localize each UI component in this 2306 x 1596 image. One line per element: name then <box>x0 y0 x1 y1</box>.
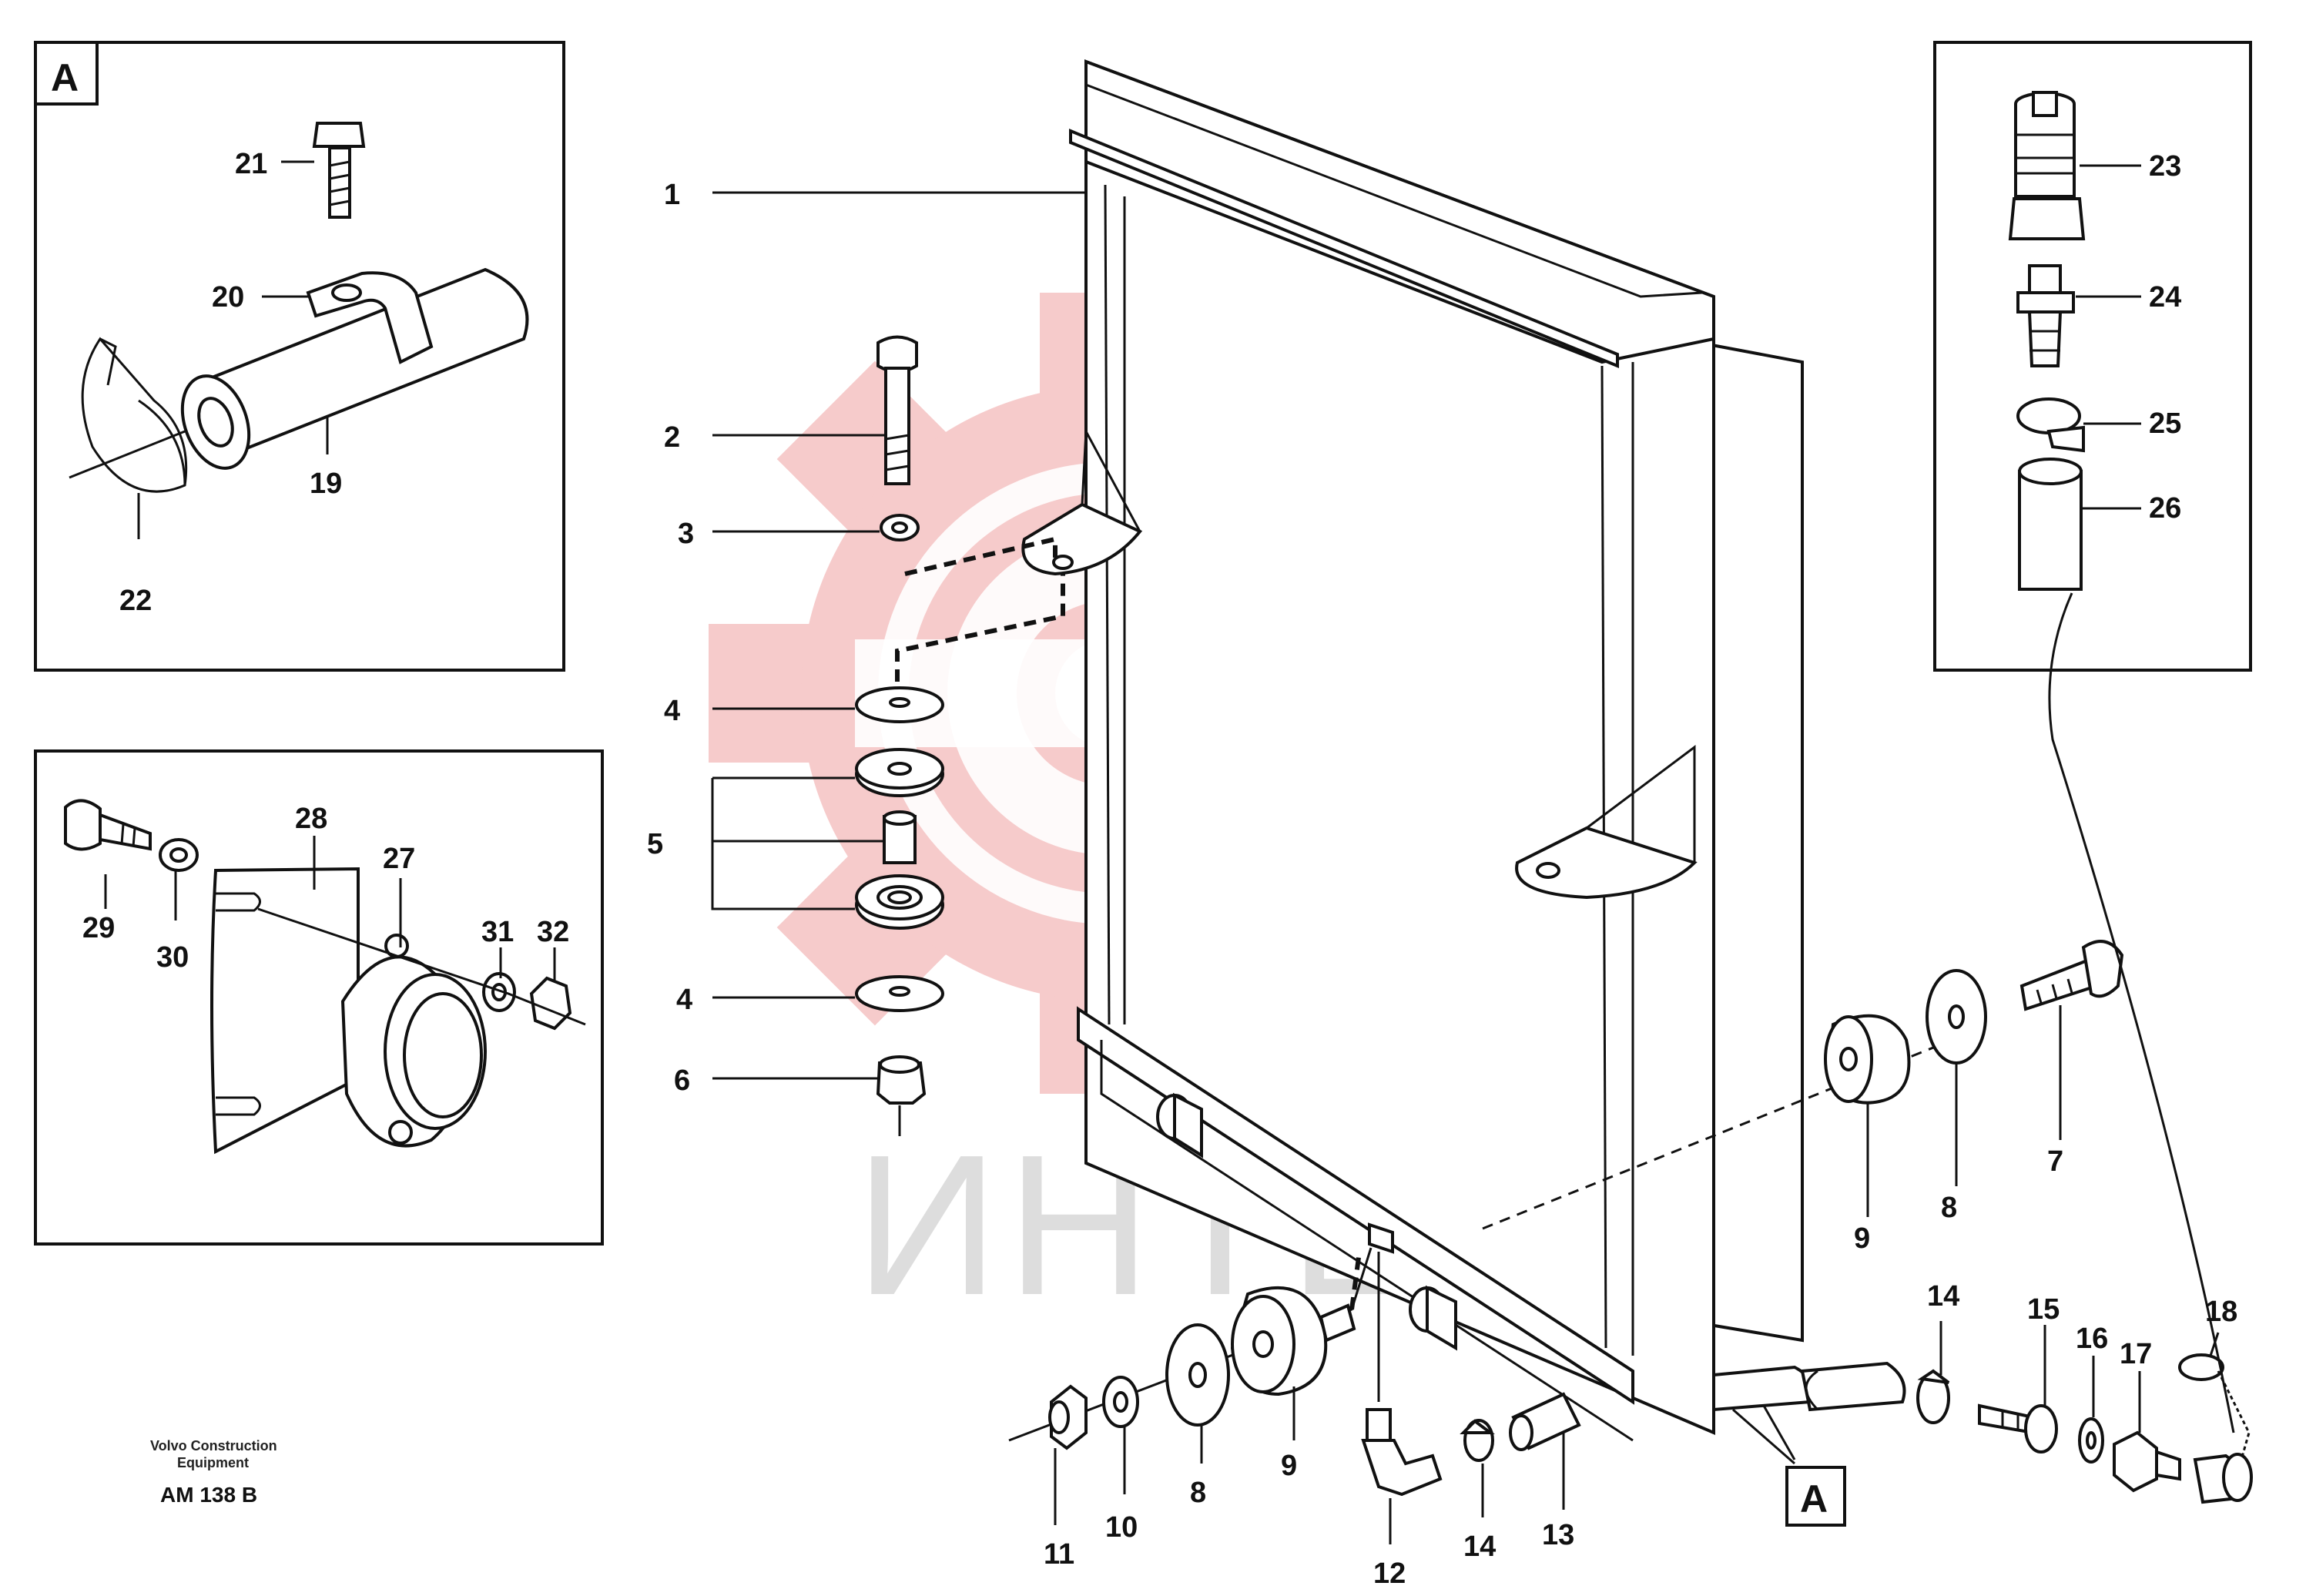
callout-17: 17 <box>2120 1338 2152 1370</box>
outlet-detail-tag: A <box>1800 1477 1828 1521</box>
drain-fittings: 12 14 13 <box>1361 1252 1581 1590</box>
nut-32 <box>529 976 572 1031</box>
callout-28: 28 <box>295 803 327 835</box>
callout-23: 23 <box>2149 150 2181 183</box>
valve-17 <box>2113 1430 2181 1493</box>
callout-32: 32 <box>537 916 569 948</box>
footer: Volvo Construction Equipment AM 138 B <box>150 1438 277 1507</box>
callout-31: 31 <box>481 916 514 948</box>
hose-19-assembly <box>180 267 529 470</box>
connector-23 <box>2008 91 2086 240</box>
detail-a-panel: A 21 20 19 22 <box>34 41 565 672</box>
flange-27 <box>340 934 487 1148</box>
flange-panel: 28 27 29 30 31 32 <box>34 749 604 1246</box>
callout-14-left: 14 <box>1463 1531 1496 1563</box>
callout-13: 13 <box>1542 1519 1574 1551</box>
bolt-2 <box>876 335 918 374</box>
detail-a-tag: A <box>51 56 79 99</box>
callout-19: 19 <box>310 468 342 500</box>
footer-code: AM 138 B <box>160 1483 257 1507</box>
callout-6: 6 <box>674 1065 690 1097</box>
nut-6 <box>876 1061 927 1105</box>
drain-valve-assembly: 14 15 16 17 18 <box>1916 1280 2253 1504</box>
outlet-hose: A <box>1712 1361 1906 1527</box>
callout-8-left: 8 <box>1190 1477 1206 1509</box>
callout-26: 26 <box>2149 492 2181 525</box>
callout-9-left: 9 <box>1281 1450 1297 1482</box>
radiator-1 <box>1021 59 1804 1442</box>
callout-25: 25 <box>2149 407 2181 440</box>
callout-24: 24 <box>2149 281 2181 314</box>
callout-14-right: 14 <box>1927 1280 1959 1313</box>
right-mount: 9 8 7 <box>1482 940 2124 1255</box>
callout-16: 16 <box>2076 1323 2108 1355</box>
bolt-21 <box>312 122 366 219</box>
footer-maker-line2: Equipment <box>177 1455 249 1470</box>
callout-3: 3 <box>678 518 694 550</box>
callout-15: 15 <box>2027 1293 2060 1326</box>
callout-12: 12 <box>1373 1557 1406 1590</box>
callout-4-top: 4 <box>664 695 680 727</box>
cap-18 <box>2178 1353 2253 1504</box>
elbow-12 <box>1361 1408 1443 1497</box>
callout-9-right: 9 <box>1854 1222 1870 1255</box>
clamp-25 <box>2016 397 2085 453</box>
callout-4-bottom: 4 <box>676 984 692 1016</box>
callout-21: 21 <box>235 148 267 180</box>
fitting-15 <box>1978 1403 2058 1454</box>
hose-26 <box>2018 458 2235 1433</box>
rubber-9-left <box>1230 1286 1356 1396</box>
nipple-24 <box>2016 264 2075 367</box>
callout-29: 29 <box>82 912 115 944</box>
bolt-29 <box>64 799 152 851</box>
hose-13 <box>1509 1392 1581 1451</box>
hose-detail-panel: 23 24 25 26 <box>1933 41 2252 1433</box>
callout-27: 27 <box>383 843 415 875</box>
callout-10: 10 <box>1105 1511 1138 1544</box>
callout-2: 2 <box>664 421 680 454</box>
callout-1: 1 <box>664 179 680 211</box>
callout-20: 20 <box>212 281 244 314</box>
mounting-stack: 1 2 3 4 5 4 6 <box>647 179 1086 1136</box>
cable-tie-22 <box>81 337 188 493</box>
callout-5: 5 <box>647 828 663 860</box>
callout-8-right: 8 <box>1941 1192 1957 1224</box>
plate-28 <box>210 867 360 1155</box>
callout-30: 30 <box>156 941 189 974</box>
footer-maker-line1: Volvo Construction <box>150 1438 277 1454</box>
callout-7: 7 <box>2047 1145 2063 1178</box>
lower-left-mount: 11 10 8 9 <box>1008 1247 1373 1571</box>
callout-11: 11 <box>1044 1538 1074 1571</box>
callout-22: 22 <box>119 585 152 617</box>
bolt-7 <box>2019 940 2124 1011</box>
